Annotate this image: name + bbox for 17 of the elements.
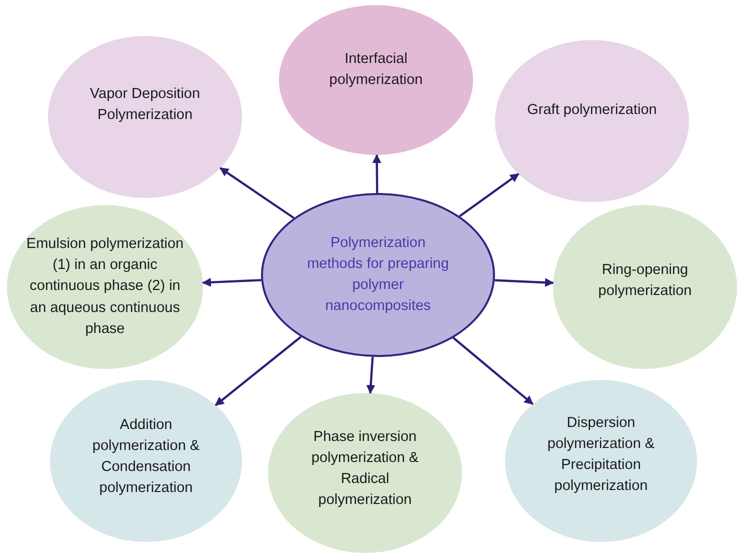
arrow <box>366 356 376 394</box>
node-label: Emulsion polymerization (1) in an organic continuous phase (2) in an aqueous continuous phase <box>25 235 185 339</box>
arrow <box>494 278 554 287</box>
node-label: Ring-opening polymerization <box>597 260 693 301</box>
node-label: Addition polymerization & Condensation polymerization <box>91 416 201 498</box>
node-label: Graft polymerization <box>526 101 658 120</box>
node-label: Polymerization methods for preparing polymer nanocomposites <box>306 234 450 316</box>
arrow <box>214 336 302 406</box>
arrow <box>452 336 534 405</box>
node-label: Phase inversion polymerization & Radical polymerization <box>310 428 420 510</box>
node-label: Interfacial polymerization <box>328 50 424 90</box>
arrow <box>220 167 295 219</box>
arrow <box>372 154 382 194</box>
arrow <box>458 172 520 218</box>
arrow <box>202 278 262 287</box>
node-label: Dispersion polymerization & Precipitation polymerization <box>546 414 656 496</box>
node-label: Vapor Deposition Polymerization <box>88 84 202 125</box>
